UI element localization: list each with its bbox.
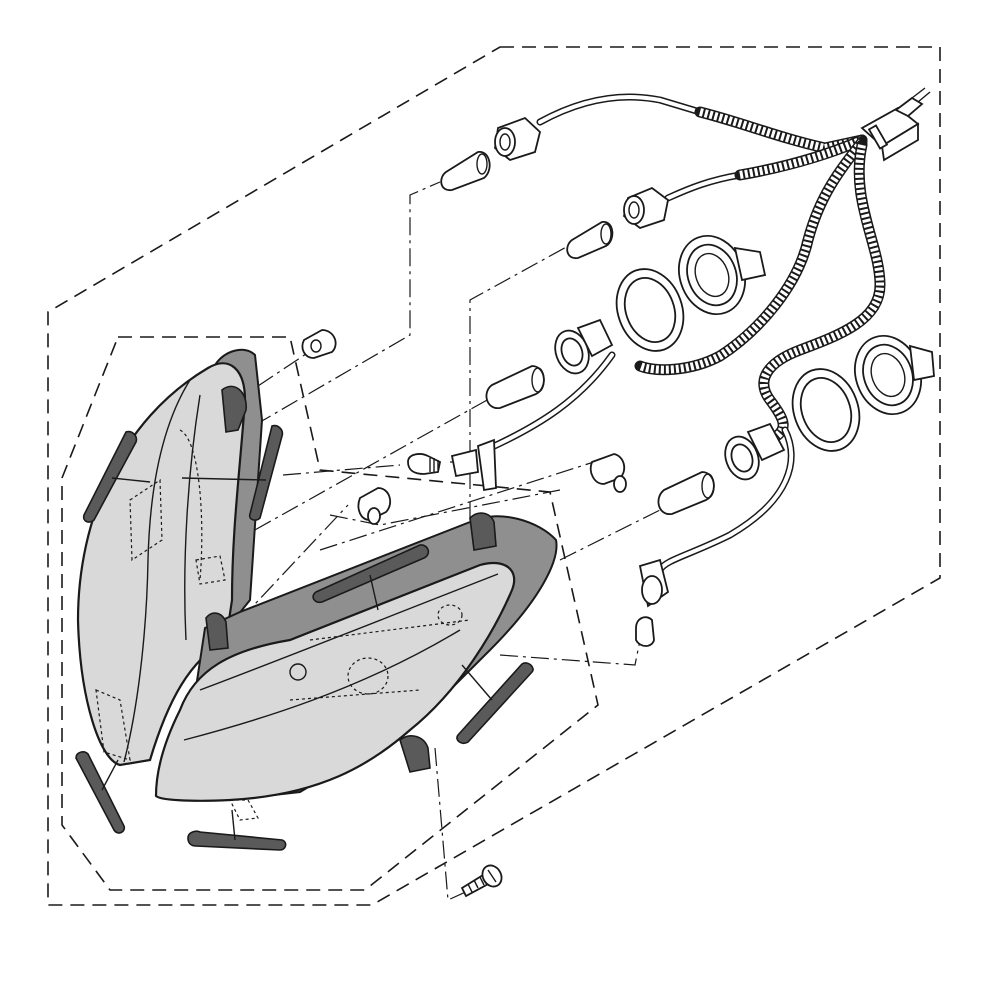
rubber-pad-3 [312,544,430,604]
rubber-pad-4 [456,662,534,745]
right-headlight-unit [154,512,558,821]
bulb-top [440,151,491,191]
bulb-holder-lower [724,422,786,481]
socket-ring-upper [678,234,767,316]
rubber-pad-1 [82,430,138,523]
position-light-socket-right [638,558,670,608]
bulb-holder-upper [554,318,614,375]
position-light-socket-left [450,438,497,492]
wedge-bulb-right [635,616,655,647]
rubber-pad-2 [248,424,284,521]
socket-seal-lower [791,368,861,452]
wedge-bulb-left [407,453,442,475]
mounting-screw [460,864,503,898]
bulb-socket-top [494,116,542,162]
socket-seal-upper [615,268,685,352]
harness-connector [860,87,931,162]
bulb-fourth [657,471,715,515]
rubber-pad-6 [187,830,287,851]
bulb-second [566,221,614,259]
assembly-boundary-outer [47,46,941,906]
adjuster-clip-top [301,329,337,359]
adjuster-clip-right [589,453,627,493]
rubber-pad-5 [75,751,126,834]
wiring-harness [486,93,886,574]
bulb-third [485,365,545,409]
pad-leader-lines [101,477,493,841]
bulb-socket-second [622,186,669,230]
adjuster-clip-left [357,487,392,525]
assembly-boundary-inner [61,336,599,891]
socket-ring-lower [854,334,935,416]
